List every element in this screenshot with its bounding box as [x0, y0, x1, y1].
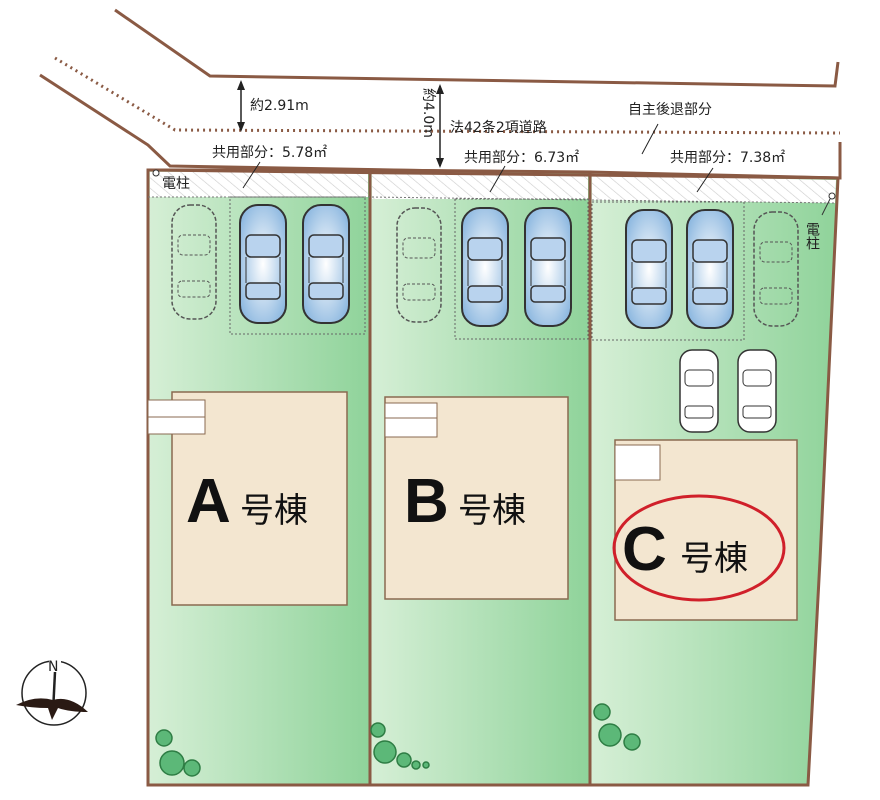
shared-strip-a — [150, 172, 368, 197]
car — [239, 204, 287, 324]
utility-pole-right-1: 電柱 — [804, 222, 820, 250]
shared-strip-b — [372, 174, 588, 199]
car — [686, 209, 734, 329]
building-c-suffix: 号棟 — [680, 539, 748, 579]
compass-icon: N — [16, 659, 88, 726]
road-width-total: 約4.0m — [420, 88, 436, 138]
shared-area-b: 共用部分：6.73㎡ — [464, 150, 579, 166]
utility-pole-left: 電柱 — [162, 176, 190, 192]
car-small — [679, 349, 719, 433]
road-edge-top — [114, 8, 840, 88]
shared-area-a: 共用部分：5.78㎡ — [212, 145, 327, 161]
building-b-suffix: 号棟 — [458, 491, 526, 531]
car — [461, 207, 509, 327]
building-c-letter: C — [622, 515, 667, 584]
road-type-label: 法42条2項道路 — [450, 119, 547, 136]
road-edge-bottom — [39, 73, 842, 180]
building-a-suffix: 号棟 — [240, 491, 308, 531]
road-width-label: 約2.91m — [250, 98, 309, 114]
north-label: N — [48, 659, 58, 675]
shared-strip-c — [592, 175, 836, 203]
setback-line — [54, 56, 841, 135]
setback-label: 自主後退部分 — [628, 102, 712, 118]
shared-area-c: 共用部分：7.38㎡ — [670, 150, 785, 166]
building-b-letter: B — [404, 467, 449, 536]
trees — [155, 703, 641, 777]
car — [524, 207, 572, 327]
building-a-letter: A — [186, 467, 231, 536]
car — [302, 204, 350, 324]
car-small — [737, 349, 777, 433]
highlight-circle-c — [612, 494, 786, 602]
car — [625, 209, 673, 329]
